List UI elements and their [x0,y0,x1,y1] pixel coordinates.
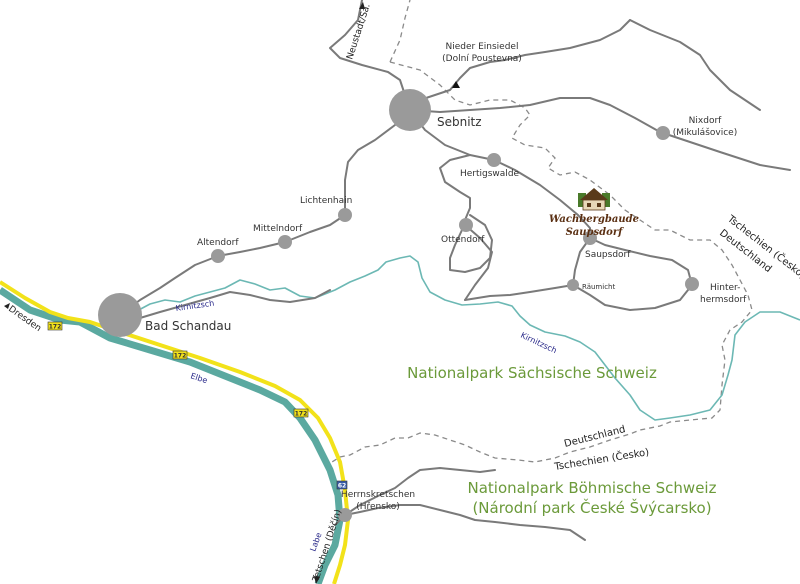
park-labels: Nationalpark Sächsische Schweiz National… [407,364,716,517]
label-ottendorf: Ottendorf [441,235,485,245]
label-sebnitz: Sebnitz [437,115,482,129]
arrow-tetschen-icon [314,576,320,584]
arrow-neustadt-icon [359,2,365,9]
town-dot-raeumicht [567,279,579,291]
label-lichtenhain: Lichtenhain [300,196,352,206]
town-dot-hertigswalde [487,153,501,167]
river-kirnitzsch [117,255,800,421]
road-herrnskretschen-north [344,467,496,516]
road-neustadt [329,0,411,111]
town-dot-hinterhermsdorf [685,277,699,291]
park-label-saxon: Nationalpark Sächsische Schweiz [407,364,657,382]
label-bad-schandau: Bad Schandau [145,319,231,333]
town-dot-saupsdorf [583,231,597,245]
road-sebnitz-bad-schandau [119,109,411,316]
label-nixdorf-1: Nixdorf [689,116,722,126]
label-mittelndorf: Mittelndorf [253,224,303,234]
label-herrnskretschen-2: (Hřensko) [356,502,400,512]
label-saupsdorf: Saupsdorf [585,250,631,260]
brand-line2: Saupsdorf [566,227,625,238]
road-saupsdorf-east [589,237,693,286]
town-dot-sebnitz [389,89,431,131]
park-label-bohemian-2: (Národní park České Švýcarsko) [472,498,711,517]
roads [119,0,791,541]
road-ottendorf-south [464,224,493,301]
peak-triangle-icon [452,81,460,88]
wachbergbaude-logo: Wachbergbaude Saupsdorf [549,188,639,238]
town-dot-ottendorf [459,218,473,232]
border-north [389,0,411,63]
label-nieder-einsiedel-1: Nieder Einsiedel [446,42,519,52]
label-raeumicht: Räumicht [582,283,615,291]
park-label-bohemian-1: Nationalpark Böhmische Schweiz [468,479,717,497]
road-north-east [629,19,761,111]
town-labels: Nieder Einsiedel (Dolní Poustevna) Sebni… [145,42,747,512]
shield-62-label: 62 [338,483,346,490]
road-destinations: Neustadt/Sa. Dresden Tetschen (Děčín) [4,2,373,584]
road-herrnskretschen-east [344,504,586,541]
river-elbe [0,287,344,584]
shield-b172-east: 172 [293,408,309,418]
road-kirnitzschtal [119,289,331,319]
border-label-south-de: Deutschland [563,424,627,450]
rivers [0,255,800,584]
town-dot-bad-schandau [98,293,142,337]
label-nieder-einsiedel-2: (Dolní Poustevna) [442,54,522,64]
shield-b172-mid-label: 172 [174,353,187,360]
road-sebnitz-hertigswalde [409,109,591,239]
border-lines [331,0,753,463]
town-dots [98,89,699,522]
shield-b172-west: 172 [47,321,63,331]
river-label-elbe: Elbe [189,371,208,385]
road-sebnitz-nixdorf [409,97,791,171]
house-icon [578,188,610,211]
brand-line1: Wachbergbaude [549,214,639,225]
shield-b172-west-label: 172 [49,324,62,331]
road-saupsdorf-raeumicht [572,237,591,286]
label-hinterhermsdorf-1: Hinter- [710,283,740,293]
town-dot-altendorf [211,249,225,263]
town-dot-nixdorf [656,126,670,140]
label-hinterhermsdorf-2: hermsdorf [700,295,747,305]
town-dot-lichtenhain [338,208,352,222]
label-nixdorf-2: (Mikulášovice) [673,127,737,138]
label-herrnskretschen-1: Herrnskretschen [341,490,415,500]
road-nieder-einsiedel-sebnitz [409,19,631,111]
label-altendorf: Altendorf [197,238,239,248]
shield-b172-east-label: 172 [295,411,308,418]
arrow-dresden-icon [4,303,10,309]
road-loop-south [464,284,693,311]
shield-b172-mid: 172 [172,350,188,360]
town-dot-herrnskretschen [338,508,352,522]
river-label-kirnitzsch-east: Kirnitzsch [519,331,558,356]
shield-62: 62 [336,480,348,490]
road-shields: 172 172 172 62 [47,321,348,490]
border-main [331,61,753,463]
label-hertigswalde: Hertigswalde [460,169,520,179]
town-dot-mittelndorf [278,235,292,249]
